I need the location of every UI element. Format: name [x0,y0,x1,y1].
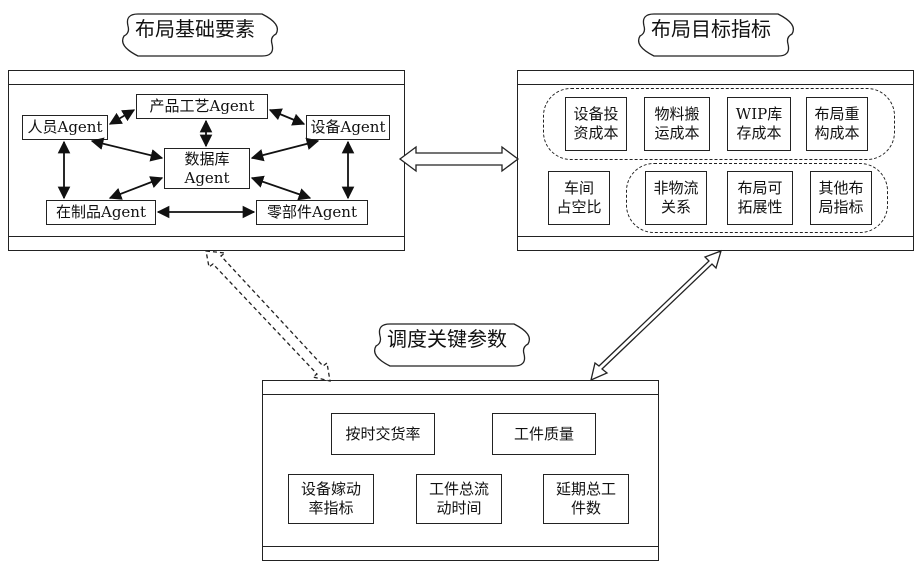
arrow-person-database [92,141,162,158]
arrow-equipment-database [252,141,318,158]
title-scroll-outline [123,14,278,56]
arrow-database-parts [252,178,310,198]
connector-basic-schedule-arrow [206,251,330,381]
title-scroll-outline [639,14,794,56]
connector-basic-target-arrow [400,147,518,171]
title-scroll-outline [375,324,530,366]
arrow-database-wip [110,178,162,198]
arrow-person-process [110,110,134,124]
arrow-process-equipment [270,110,304,124]
connector-target-schedule-arrow [591,251,721,380]
